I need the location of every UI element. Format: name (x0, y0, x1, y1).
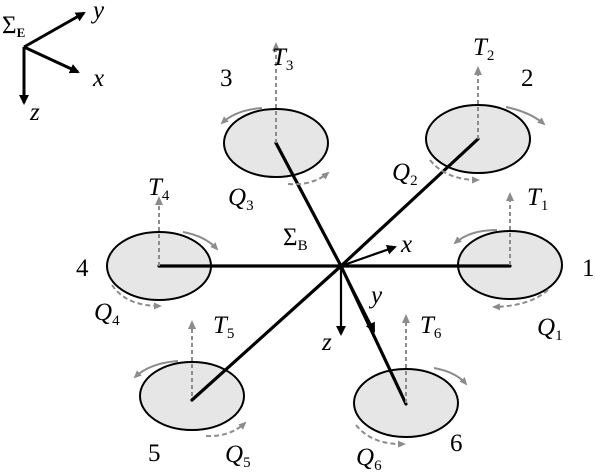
thrust-4-label: T4 (148, 174, 170, 204)
torque-6-arc-lower (355, 424, 406, 448)
torque-6-arc-upper (433, 367, 468, 386)
torque-6-label: Q6 (356, 444, 382, 473)
body-x-axis (340, 244, 397, 268)
torque-2-arc-upper (505, 106, 546, 126)
torque-4-arc-lower (111, 284, 162, 310)
torque-1-arc-upper (453, 229, 498, 245)
body-frame: ΣB x y z (283, 224, 412, 356)
torque-5-arc-upper (133, 360, 179, 379)
rotor-6-number: 6 (450, 430, 463, 457)
torque-3-arc-upper (220, 107, 263, 125)
earth-z-label: z (29, 99, 40, 126)
earth-y-axis (23, 11, 86, 49)
body-frame-label: ΣB (283, 224, 308, 254)
torque-5-label: Q5 (225, 441, 251, 471)
earth-y-label: y (90, 0, 105, 24)
torque-3-arc-lower (287, 171, 330, 186)
rotor-1-number: 1 (582, 255, 595, 282)
thrust-1-label: T1 (527, 184, 548, 214)
earth-x-axis (23, 45, 80, 74)
earth-frame-label: ΣE (2, 12, 25, 40)
torque-2-label: Q2 (392, 159, 418, 189)
body-y-axis (340, 265, 375, 333)
thrust-5-label: T5 (213, 312, 234, 342)
arm-5 (190, 264, 343, 402)
rotor-2-number: 2 (521, 65, 534, 92)
rotor-4-number: 4 (76, 255, 89, 282)
torque-1-label: Q1 (537, 314, 563, 344)
arm-2 (339, 137, 480, 268)
body-z-label: z (321, 329, 332, 356)
rotor-3-number: 3 (220, 65, 233, 92)
rotor-5-number: 5 (148, 440, 161, 467)
torque-1-arc-lower (492, 289, 549, 311)
torque-4-arc-upper (182, 231, 219, 251)
torque-2-arc-lower (429, 159, 480, 184)
torque-5-arc-lower (205, 421, 247, 438)
torque-arcs (111, 106, 549, 448)
thrust-2-label: T2 (473, 34, 494, 64)
earth-x-label: x (92, 65, 104, 92)
torque-4-label: Q4 (94, 299, 120, 329)
torque-3-label: Q3 (228, 184, 254, 214)
arm-3 (274, 141, 343, 268)
body-x-label: x (400, 231, 412, 258)
thrust-6-label: T6 (420, 312, 442, 342)
thrust-labels: T1 T2 T3 T4 T5 T6 (148, 34, 548, 342)
thrust-3-label: T3 (272, 44, 293, 74)
body-y-label: y (368, 282, 383, 309)
earth-frame: ΣE y x z (2, 0, 105, 126)
thrust-vectors (155, 42, 514, 403)
torque-labels: Q1 Q2 Q3 Q4 Q5 Q6 (94, 159, 563, 473)
rotor-numbers: 1 2 3 4 5 6 (76, 65, 595, 467)
